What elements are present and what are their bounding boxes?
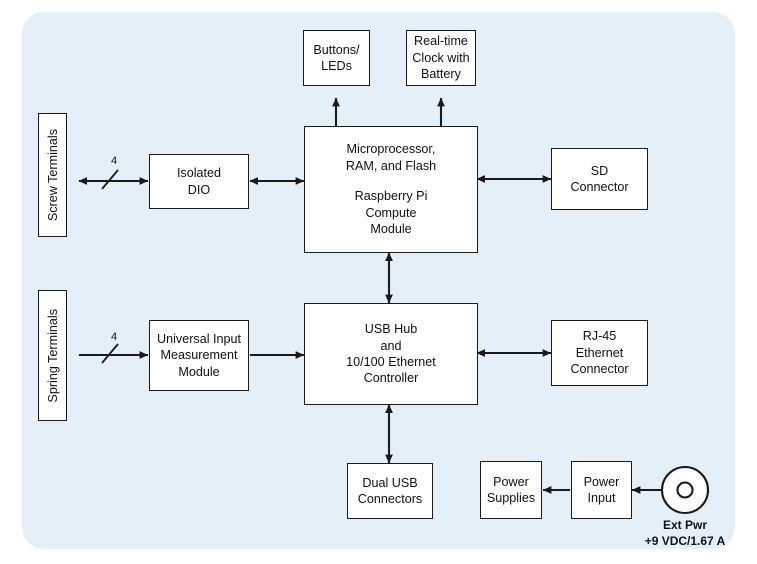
ext-power-rating: +9 VDC/1.67 A [644,534,726,548]
node-isolated-dio-label: Isolated DIO [176,166,222,197]
node-realtime-clock[interactable]: Real-time Clock with Battery [406,30,476,86]
node-rj45-connector[interactable]: RJ-45 Ethernet Connector [551,320,648,386]
node-dual-usb-connectors[interactable]: Dual USB Connectors [347,463,433,519]
node-microprocessor-label: Microprocessor, RAM, and Flash [345,142,437,173]
node-usb-hub-ethernet-label: USB Hub and 10/100 Ethernet Controller [346,322,436,386]
node-power-input-label: Power Input [583,474,620,505]
bus-slash-top [101,169,119,190]
node-universal-input-module-label: Universal Input Measurement Module [157,331,241,379]
node-sd-connector[interactable]: SD Connector [551,148,648,210]
node-usb-hub-ethernet[interactable]: USB Hub and 10/100 Ethernet Controller [304,303,478,405]
node-screw-terminals[interactable]: Screw Terminals [38,113,67,237]
ext-power-jack-icon [660,465,710,515]
bus-slash-bottom [101,343,119,364]
node-sd-connector-label: SD Connector [570,163,629,194]
diagram-panel-background [22,12,735,549]
node-realtime-clock-label: Real-time Clock with Battery [412,34,470,82]
ext-power-label: Ext Pwr [662,518,707,532]
node-power-input[interactable]: Power Input [571,461,632,519]
node-power-supplies[interactable]: Power Supplies [480,461,542,519]
node-buttons-leds-label: Buttons/ LEDs [313,42,360,73]
node-dual-usb-connectors-label: Dual USB Connectors [357,475,423,506]
bus-width-label-top: 4 [110,155,118,167]
node-power-supplies-label: Power Supplies [486,474,536,505]
node-isolated-dio[interactable]: Isolated DIO [149,154,249,209]
node-microprocessor[interactable]: Microprocessor, RAM, and Flash Raspberry… [304,126,478,253]
node-rj45-connector-label: RJ-45 Ethernet Connector [570,329,629,377]
bus-width-label-bottom: 4 [110,331,118,343]
node-universal-input-module[interactable]: Universal Input Measurement Module [149,320,249,391]
node-microprocessor-sublabel: Raspberry Pi Compute Module [354,189,428,237]
node-spring-terminals-label: Spring Terminals [45,308,60,403]
node-screw-terminals-label: Screw Terminals [45,128,60,222]
node-buttons-leds[interactable]: Buttons/ LEDs [303,30,370,86]
node-spring-terminals[interactable]: Spring Terminals [38,290,67,421]
